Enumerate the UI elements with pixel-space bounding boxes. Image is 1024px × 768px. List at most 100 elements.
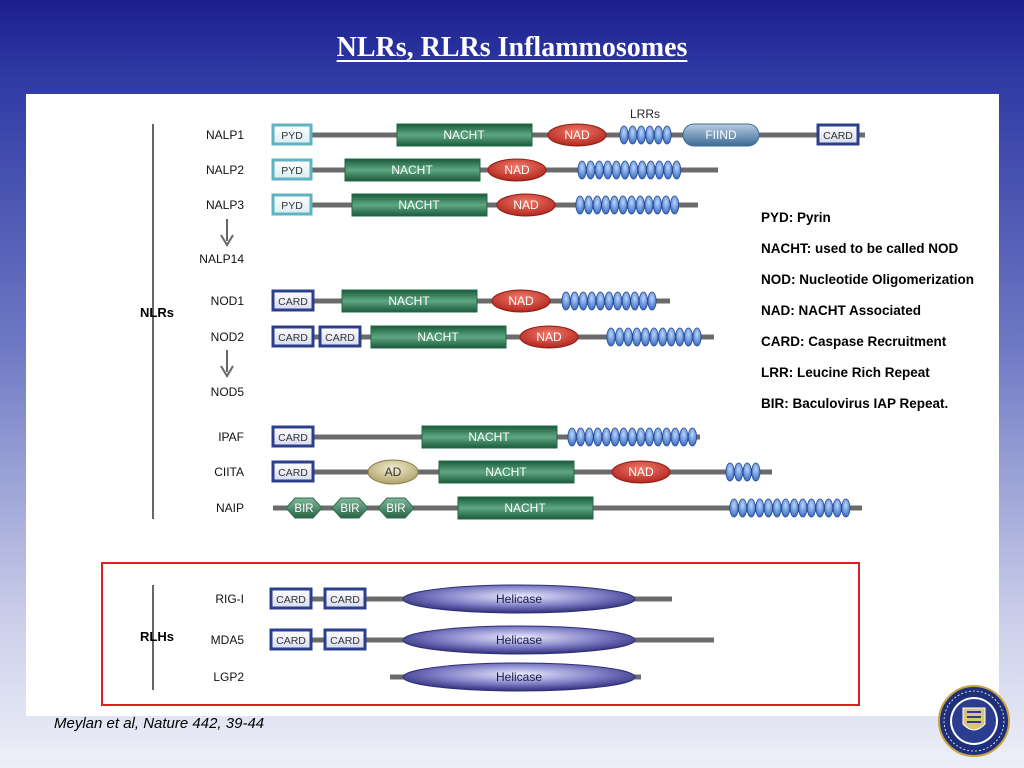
- lrr-repeat: [733, 462, 744, 482]
- lrr-repeat: [627, 125, 638, 145]
- helicase-domain: [402, 625, 636, 655]
- card-label: CARD: [278, 296, 308, 308]
- lrr-repeat: [575, 427, 586, 447]
- legend-item: PYD: Pyrin: [761, 210, 831, 225]
- nacht-label: NACHT: [417, 330, 459, 344]
- lrr-repeat: [561, 291, 571, 311]
- legend-item: LRR: Leucine Rich Repeat: [761, 365, 930, 380]
- lrr-repeat: [654, 160, 665, 180]
- pyd-label: PYD: [281, 200, 303, 212]
- lrr-repeat: [679, 427, 689, 447]
- lrr-repeat: [653, 427, 663, 447]
- lrr-repeat: [645, 125, 655, 145]
- lrr-repeat: [618, 427, 629, 447]
- citation: Meylan et al, Nature 442, 39-44: [54, 715, 265, 732]
- card-domain: [271, 289, 315, 312]
- card-label: CARD: [330, 594, 360, 606]
- card-label: CARD: [278, 432, 308, 444]
- nacht-domain: [421, 425, 558, 449]
- card-domain: [269, 587, 313, 610]
- lrr-repeat: [671, 160, 682, 180]
- pyd-label: PYD: [281, 130, 303, 142]
- nacht-label: NACHT: [504, 501, 546, 515]
- group-label-nlrs: NLRs: [140, 305, 174, 320]
- rlh-highlight-box: [101, 562, 860, 706]
- nad-domain: [519, 325, 579, 349]
- pyd-domain: [271, 158, 313, 181]
- ad-domain: [367, 459, 419, 485]
- lrr-repeat: [592, 195, 602, 215]
- nacht-domain: [344, 158, 481, 182]
- nacht-domain: [396, 123, 533, 147]
- lrr-repeat: [646, 160, 656, 180]
- nacht-domain: [370, 325, 507, 349]
- lrr-repeat: [653, 125, 664, 145]
- lrr-repeat: [669, 195, 680, 215]
- protein-name: NALP14: [199, 252, 244, 266]
- protein-name: IPAF: [218, 430, 244, 444]
- bir-domain: [285, 497, 323, 519]
- helicase-label: Helicase: [496, 592, 542, 606]
- protein-name: NOD5: [211, 385, 245, 399]
- lrr-repeats: [561, 291, 657, 311]
- lrr-repeat: [663, 160, 673, 180]
- lrr-repeat: [583, 195, 594, 215]
- lrr-repeat: [626, 195, 637, 215]
- nacht-label: NACHT: [443, 128, 485, 142]
- lrr-repeat: [584, 427, 594, 447]
- helicase-domain: [402, 584, 636, 614]
- protein-name: LGP2: [213, 670, 244, 684]
- legend-item: NAD: NACHT Associated: [761, 303, 922, 318]
- protein-row: NALP14: [199, 252, 244, 266]
- lrr-repeat: [593, 427, 603, 447]
- lrr-repeat: [640, 327, 651, 347]
- nad-label: NAD: [504, 163, 530, 177]
- card-domain: [271, 460, 315, 483]
- lrr-repeat: [670, 427, 680, 447]
- lrr-repeats: [619, 125, 672, 145]
- lrr-repeat: [567, 427, 577, 447]
- lrr-repeat: [823, 498, 834, 518]
- lrr-repeat: [632, 327, 642, 347]
- bir-label: BIR: [340, 503, 359, 515]
- lrr-repeat: [636, 125, 646, 145]
- card-label: CARD: [330, 635, 360, 647]
- nad-domain: [487, 158, 547, 182]
- lrrs-header: LRRs: [630, 107, 660, 121]
- lrr-repeat: [683, 327, 694, 347]
- nad-label: NAD: [564, 128, 590, 142]
- protein-name: NAIP: [216, 501, 244, 515]
- lrr-repeat: [742, 462, 752, 482]
- lrr-repeat: [763, 498, 774, 518]
- down-arrow-icon: [220, 350, 234, 378]
- lrr-repeat: [789, 498, 799, 518]
- lrr-repeat: [692, 327, 702, 347]
- lrr-repeat: [628, 160, 639, 180]
- lrr-repeat: [627, 427, 637, 447]
- lrr-repeat: [609, 195, 620, 215]
- card-domain: [816, 123, 860, 146]
- lrr-repeat: [662, 125, 672, 145]
- group-label-rlhs: RLHs: [140, 629, 174, 644]
- university-seal-icon: [938, 685, 1010, 757]
- lrr-repeats: [567, 427, 698, 447]
- nacht-domain: [457, 496, 594, 520]
- fiind-label: FIIND: [705, 128, 737, 142]
- lrr-repeat: [603, 160, 613, 180]
- lrr-repeat: [729, 498, 739, 518]
- lrr-repeat: [652, 195, 663, 215]
- lrr-repeat: [601, 427, 612, 447]
- bir-label: BIR: [294, 503, 313, 515]
- legend-item: NOD: Nucleotide Oligomerization: [761, 272, 975, 287]
- pyd-domain: [271, 123, 313, 146]
- nacht-domain: [438, 460, 575, 484]
- protein-name: NALP2: [206, 163, 244, 177]
- nacht-domain: [341, 289, 478, 313]
- lrr-repeat: [649, 327, 659, 347]
- card-label: CARD: [823, 130, 853, 142]
